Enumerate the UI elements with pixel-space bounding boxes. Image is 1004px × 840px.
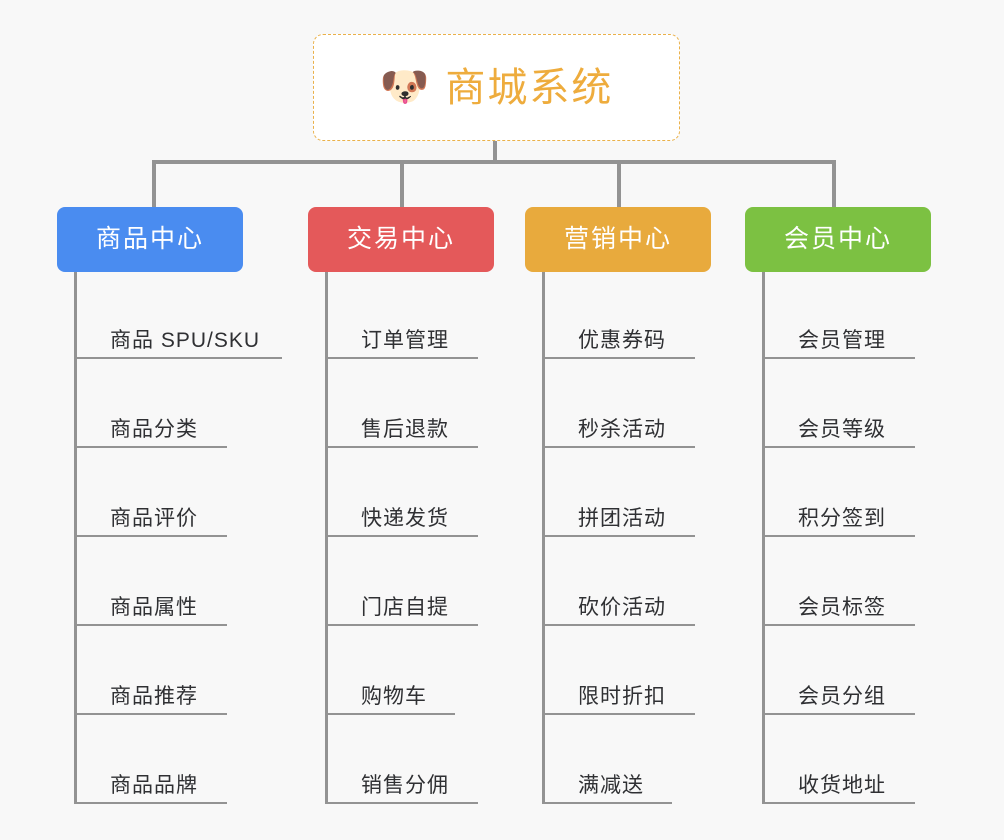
category-header-marketing-center[interactable]: 营销中心 — [525, 207, 711, 272]
leaf-item-label: 商品 SPU/SKU — [110, 328, 261, 352]
leaf-list-marketing-center: 优惠券码秒杀活动拼团活动砍价活动限时折扣满减送 — [542, 272, 765, 804]
leaf-item[interactable]: 优惠券码 — [545, 272, 765, 359]
branch-product-center: 商品中心 商品 SPU/SKU 商品分类商品评价商品属性商品推荐商品品牌 — [57, 207, 297, 804]
branch-marketing-center: 营销中心 优惠券码秒杀活动拼团活动砍价活动限时折扣满减送 — [525, 207, 765, 804]
leaf-item-rule — [328, 357, 478, 359]
connector-drop-1 — [152, 160, 156, 207]
leaf-item-label: 会员标签 — [798, 595, 886, 619]
leaf-item-rule — [328, 802, 478, 804]
leaf-list-member-center: 会员管理会员等级积分签到会员标签会员分组收货地址 — [762, 272, 985, 804]
category-header-trade-center[interactable]: 交易中心 — [308, 207, 494, 272]
leaf-item-label: 会员管理 — [798, 328, 886, 352]
leaf-item-rule — [328, 713, 455, 715]
leaf-item[interactable]: 快递发货 — [328, 448, 548, 537]
leaf-item-label: 会员分组 — [798, 684, 886, 708]
leaf-item-rule — [77, 357, 282, 359]
leaf-item-label: 门店自提 — [361, 595, 449, 619]
leaf-item[interactable]: 商品 SPU/SKU — [77, 272, 297, 359]
leaf-item-rule — [328, 535, 478, 537]
leaf-item[interactable]: 会员标签 — [765, 537, 985, 626]
leaf-item-rule — [77, 535, 227, 537]
leaf-item-label: 商品评价 — [110, 506, 198, 530]
leaf-item-rule — [545, 357, 695, 359]
leaf-item-label: 积分签到 — [798, 506, 886, 530]
leaf-item-label: 订单管理 — [361, 328, 449, 352]
category-header-member-center[interactable]: 会员中心 — [745, 207, 931, 272]
leaf-item-label: 拼团活动 — [578, 506, 666, 530]
leaf-item-rule — [765, 713, 915, 715]
connector-drop-3 — [617, 160, 621, 207]
leaf-item[interactable]: 砍价活动 — [545, 537, 765, 626]
leaf-item[interactable]: 积分签到 — [765, 448, 985, 537]
category-header-product-center[interactable]: 商品中心 — [57, 207, 243, 272]
leaf-item[interactable]: 订单管理 — [328, 272, 548, 359]
leaf-list-product-center: 商品 SPU/SKU 商品分类商品评价商品属性商品推荐商品品牌 — [74, 272, 297, 804]
leaf-item[interactable]: 商品属性 — [77, 537, 297, 626]
leaf-item-label: 商品推荐 — [110, 684, 198, 708]
leaf-item-label: 砍价活动 — [578, 595, 666, 619]
connector-drop-2 — [400, 160, 404, 207]
leaf-item-label: 商品品牌 — [110, 773, 198, 797]
root-node[interactable]: 🐶 商城系统 — [313, 34, 680, 141]
branch-member-center: 会员中心 会员管理会员等级积分签到会员标签会员分组收货地址 — [745, 207, 985, 804]
category-header-label: 会员中心 — [783, 225, 892, 253]
leaf-item[interactable]: 商品品牌 — [77, 715, 297, 804]
leaf-item-rule — [765, 446, 915, 448]
root-node-label: 商城系统 — [445, 65, 614, 110]
branch-trade-center: 交易中心 订单管理售后退款快递发货门店自提购物车销售分佣 — [308, 207, 548, 804]
leaf-item-rule — [765, 624, 915, 626]
leaf-item-label: 销售分佣 — [361, 773, 449, 797]
leaf-item-rule — [545, 446, 695, 448]
leaf-item[interactable]: 商品推荐 — [77, 626, 297, 715]
leaf-item-label: 快递发货 — [361, 506, 449, 530]
leaf-item[interactable]: 会员分组 — [765, 626, 985, 715]
category-header-label: 营销中心 — [563, 225, 672, 253]
leaf-item-rule — [545, 802, 672, 804]
leaf-item-label: 会员等级 — [798, 417, 886, 441]
leaf-item-rule — [765, 802, 915, 804]
leaf-item[interactable]: 售后退款 — [328, 359, 548, 448]
leaf-item-rule — [545, 535, 695, 537]
leaf-item[interactable]: 限时折扣 — [545, 626, 765, 715]
leaf-item-label: 售后退款 — [361, 417, 449, 441]
leaf-item-rule — [545, 713, 695, 715]
leaf-item-rule — [765, 357, 915, 359]
leaf-item[interactable]: 满减送 — [545, 715, 765, 804]
leaf-item-rule — [328, 446, 478, 448]
leaf-item[interactable]: 会员等级 — [765, 359, 985, 448]
leaf-item-label: 收货地址 — [798, 773, 886, 797]
leaf-item[interactable]: 购物车 — [328, 626, 548, 715]
leaf-item[interactable]: 门店自提 — [328, 537, 548, 626]
connector-drop-4 — [832, 160, 836, 207]
leaf-item-label: 限时折扣 — [578, 684, 666, 708]
leaf-item[interactable]: 收货地址 — [765, 715, 985, 804]
connector-root-stem — [493, 141, 497, 164]
leaf-item[interactable]: 会员管理 — [765, 272, 985, 359]
leaf-item-label: 商品属性 — [110, 595, 198, 619]
leaf-item[interactable]: 商品分类 — [77, 359, 297, 448]
leaf-item[interactable]: 秒杀活动 — [545, 359, 765, 448]
connector-horizontal-bar — [152, 160, 836, 164]
leaf-item-label: 满减送 — [578, 773, 644, 797]
leaf-item[interactable]: 商品评价 — [77, 448, 297, 537]
leaf-item-rule — [77, 446, 227, 448]
leaf-item-rule — [77, 624, 227, 626]
leaf-item-rule — [545, 624, 695, 626]
leaf-item[interactable]: 拼团活动 — [545, 448, 765, 537]
leaf-item-rule — [77, 713, 227, 715]
leaf-item-label: 购物车 — [361, 684, 427, 708]
leaf-item-label: 优惠券码 — [578, 328, 666, 352]
leaf-item[interactable]: 销售分佣 — [328, 715, 548, 804]
leaf-item-label: 秒杀活动 — [578, 417, 666, 441]
leaf-list-trade-center: 订单管理售后退款快递发货门店自提购物车销售分佣 — [325, 272, 548, 804]
leaf-item-rule — [77, 802, 227, 804]
category-header-label: 交易中心 — [346, 225, 455, 253]
leaf-item-rule — [328, 624, 478, 626]
leaf-item-rule — [765, 535, 915, 537]
category-header-label: 商品中心 — [95, 225, 204, 253]
leaf-item-label: 商品分类 — [110, 417, 198, 441]
dog-face-icon: 🐶 — [379, 63, 430, 110]
